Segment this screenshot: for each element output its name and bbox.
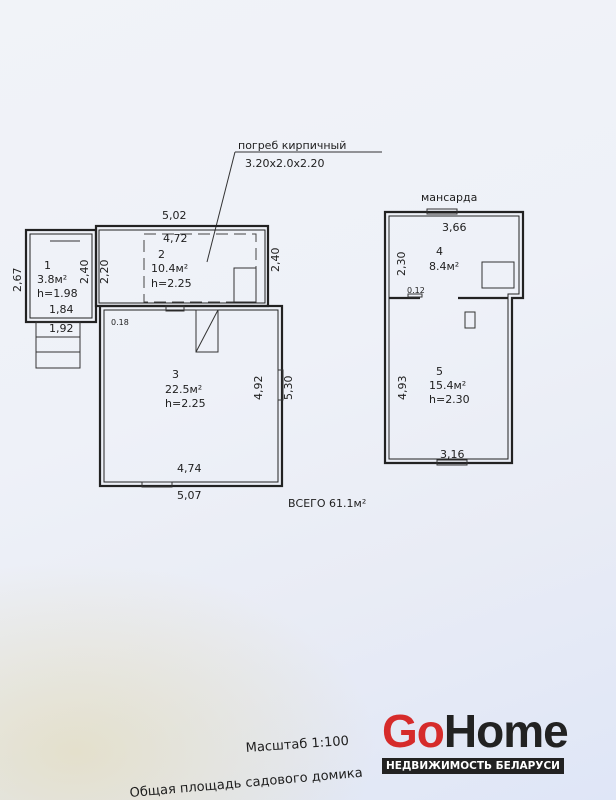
room5-number: 5 [436,365,443,378]
cellar-dims: 3.20x2.0x2.20 [245,157,325,170]
ground-floor [24,224,284,488]
dim-room1-bottom-outer: 1,92 [49,322,74,335]
dim-top-inner: 4,72 [163,232,188,245]
brand-home: Home [443,705,569,757]
attic-dim-left-upper: 2,30 [395,252,408,277]
brand-go: Go [382,705,445,757]
scale-caption: Масштаб 1:100 [245,734,349,756]
total-area: ВСЕГО 61.1м² [288,497,366,510]
room2-height: h=2.25 [151,277,192,290]
room5-area: 15.4м² [429,379,466,392]
room3-number: 3 [172,368,179,381]
attic-title: мансарда [421,191,477,204]
cellar-annotation: погреб кирпичный 3.20x2.0x2.20 [206,139,382,263]
attic-dim-left-lower: 4,93 [396,376,409,401]
dim-wall: 0.18 [111,318,129,327]
dim-room3-right-inner: 4,92 [252,376,265,401]
dim-bottom-inner: 4,74 [177,462,202,475]
gohome-watermark: GoHome НЕДВИЖИМОСТЬ БЕЛАРУСИ [382,708,572,774]
room3-area: 22.5м² [165,383,202,396]
room2-number: 2 [158,248,165,261]
room5-height: h=2.30 [429,393,470,406]
room3-height: h=2.25 [165,397,206,410]
attic-floor [383,208,525,466]
attic-dim-wall: 0.12 [407,286,425,295]
paper-stain [0,560,380,800]
brand-tagline: НЕДВИЖИМОСТЬ БЕЛАРУСИ [382,758,564,774]
dim-top-outer: 5,02 [162,209,187,222]
dim-left-room1: 2,67 [11,268,24,293]
dim-right-upper: 2,40 [269,248,282,273]
dim-room2-left: 2,20 [98,260,111,285]
total-area-caption: Общая площадь садового домика [129,766,363,800]
attic-dim-bottom: 3,16 [440,448,465,461]
cellar-label: погреб кирпичный [238,139,346,152]
room1-area: 3.8м² [37,273,67,286]
dim-room3-right-outer: 5,30 [282,376,295,401]
attic-dim-top: 3,66 [442,221,467,234]
dim-room1-inner: 2,40 [78,260,91,285]
room4-number: 4 [436,245,443,258]
dim-room1-bottom-inner: 1,84 [49,303,74,316]
room1-number: 1 [44,259,51,272]
dim-bottom-outer: 5,07 [177,489,202,502]
room4-area: 8.4м² [429,260,459,273]
room2-area: 10.4м² [151,262,188,275]
room1-height: h=1.98 [37,287,78,300]
